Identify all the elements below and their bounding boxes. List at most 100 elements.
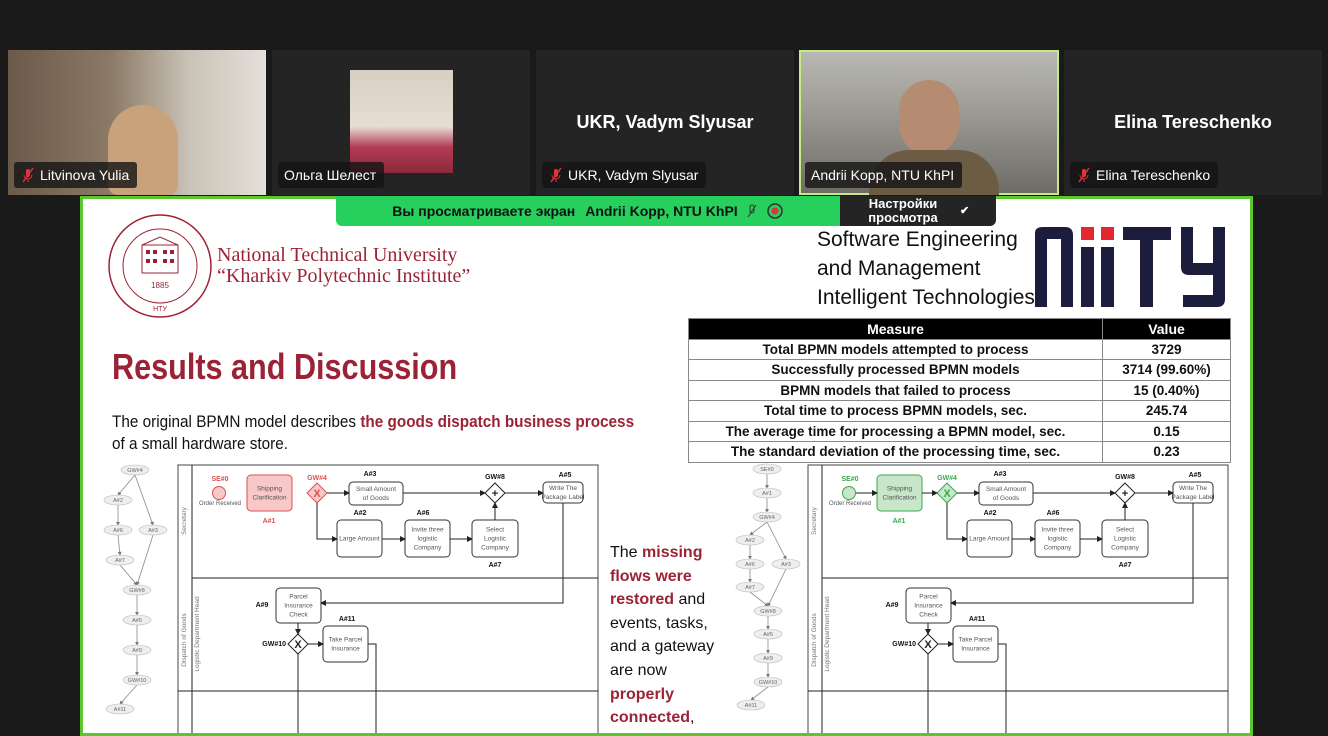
record-icon[interactable]	[766, 202, 784, 220]
graph-edge	[767, 568, 787, 607]
mic-icon	[747, 204, 757, 218]
avatar	[350, 70, 453, 173]
task-label: Insurance	[331, 646, 360, 653]
task-label: Large Amount	[969, 536, 1010, 543]
slide-title: Results and Discussion	[112, 346, 458, 387]
graph-node	[735, 558, 765, 570]
intro-paragraph: The original BPMN model describes the go…	[112, 411, 634, 455]
participant-name: Andrii Kopp, NTU KhPI	[811, 167, 955, 183]
exclusive-gateway-icon: X	[313, 488, 321, 500]
node-id: GW#10	[262, 641, 286, 648]
event-label: Order Received	[199, 501, 241, 507]
task-label: Insurance	[284, 603, 313, 610]
name-tag: Litvinova Yulia	[14, 162, 138, 188]
graph-node-label: A#6	[745, 562, 755, 568]
intro-text: The original BPMN model describes	[112, 412, 361, 431]
graph-node-label: A#5	[763, 632, 773, 638]
university-name-quoted: “Kharkiv Polytechnic Institute”	[217, 265, 471, 287]
graph-node-label: A#7	[115, 558, 125, 564]
lane-label: Logistic Department Head	[824, 596, 831, 672]
shared-screen-slide: 1885 НТУ National Technical University “…	[80, 196, 1253, 736]
node-id: A#11	[339, 616, 355, 623]
node-id: A#3	[364, 471, 377, 478]
value-cell: 3714 (99.60%)	[1102, 359, 1231, 381]
node-id: SE#0	[841, 476, 858, 483]
node-id: GW#4	[307, 475, 327, 482]
table-row: The standard deviation of the processing…	[688, 441, 1231, 463]
graph-node-label: A#5	[132, 618, 142, 624]
exclusive-gateway-icon: X	[294, 639, 302, 651]
muted-mic-icon	[550, 167, 562, 183]
participant-tile-olga[interactable]: Ольга Шелест	[272, 50, 530, 195]
graph-node-label: A#9	[132, 648, 142, 654]
node-id: A#5	[1189, 472, 1202, 479]
participant-name: Elina Tereschenko	[1096, 167, 1211, 183]
graph-edge	[134, 474, 154, 526]
task-label: Company	[481, 545, 510, 552]
graph-node	[138, 524, 168, 536]
task-label: Large Amount	[339, 536, 380, 543]
graph-edge	[750, 686, 769, 701]
participant-tile-andrii-active-speaker[interactable]: Andrii Kopp, NTU KhPI	[799, 50, 1059, 195]
node-id: A#1	[263, 518, 276, 525]
task-A-1	[246, 474, 293, 512]
task-label: Select	[486, 527, 504, 534]
task-label: Small Amount	[986, 486, 1026, 493]
task-label: Logistic	[1114, 536, 1137, 543]
event-label: Order Received	[829, 501, 871, 507]
muted-mic-icon	[1078, 167, 1090, 183]
view-options-button[interactable]: Настройки просмотра ✔	[840, 196, 996, 226]
screen-share-banner: Вы просматриваете экран Andrii Kopp, NTU…	[336, 196, 840, 226]
task-label: Insurance	[914, 603, 943, 610]
task-label: Package Label	[1171, 494, 1215, 501]
graph-node	[122, 584, 152, 596]
start-event-icon	[842, 486, 856, 500]
task-label: Shipping	[887, 486, 913, 493]
task-label: of Goods	[993, 495, 1020, 502]
node-id: A#9	[886, 602, 899, 609]
university-seal-logo: 1885 НТУ	[108, 214, 212, 318]
node-id: GW#10	[892, 641, 916, 648]
value-cell: 0.23	[1102, 441, 1231, 463]
sequence-flow	[946, 503, 968, 542]
graph-edge	[119, 684, 138, 705]
graph-node-label: SE#0	[760, 467, 773, 473]
graph-node-label: A#2	[745, 538, 755, 544]
intro-text: of a small hardware store.	[112, 434, 289, 453]
sequence-flow	[998, 643, 1007, 733]
task-label: Invite three	[1041, 527, 1074, 534]
graph-node	[120, 464, 150, 476]
graph-node	[105, 554, 135, 566]
graph-edge	[117, 474, 136, 496]
graph-edge	[749, 521, 768, 536]
task-label: Take Parcel	[329, 637, 364, 644]
participant-display-name: Elina Tereschenko	[1114, 112, 1272, 132]
graph-node	[752, 487, 782, 499]
sequence-flow	[950, 503, 1194, 606]
university-name: National Technical University	[217, 244, 458, 266]
parallel-gateway-icon: +	[1122, 488, 1128, 500]
node-id: A#11	[969, 616, 985, 623]
graph-node	[103, 494, 133, 506]
graph-node	[753, 676, 783, 688]
graph-node	[122, 674, 152, 686]
pool-label: Dispatch of Goods	[181, 613, 188, 667]
graph-node	[753, 605, 783, 617]
task-label: Company	[1044, 545, 1073, 552]
name-tag: Ольга Шелест	[278, 162, 385, 188]
participant-name: Ольга Шелест	[284, 167, 377, 183]
task-label: Invite three	[411, 527, 444, 534]
participant-tile-litvinova[interactable]: Litvinova Yulia	[8, 50, 266, 195]
task-label: Company	[1111, 545, 1140, 552]
graph-edge	[766, 521, 787, 560]
participant-tile-elina[interactable]: Elina Tereschenko Elina Tereschenko	[1064, 50, 1322, 195]
participant-tile-vadym[interactable]: UKR, Vadym Slyusar UKR, Vadym Slyusar	[536, 50, 794, 195]
text-run: and events, tasks, and a gateway are now	[610, 591, 715, 679]
task-A-1	[876, 474, 923, 512]
intro-highlight: the goods dispatch business process	[360, 412, 635, 431]
graph-node-label: GW#8	[129, 588, 145, 594]
dept-line: Software Engineering	[817, 228, 1018, 251]
node-id: A#6	[1047, 510, 1060, 517]
